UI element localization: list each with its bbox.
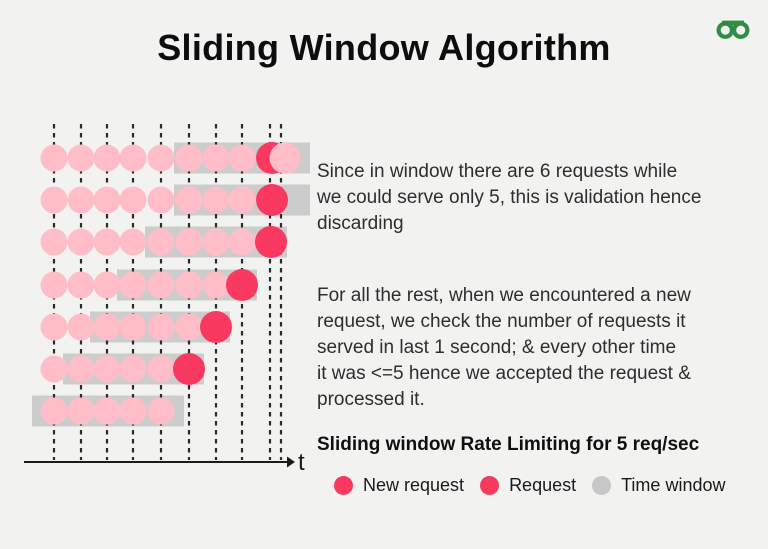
- request-dot: [175, 313, 203, 341]
- request-dot: [147, 355, 175, 383]
- legend-label-request: Request: [509, 475, 577, 495]
- legend-item-new-request: New request: [334, 475, 464, 496]
- request-dot: [67, 144, 95, 172]
- request-dot: [228, 228, 256, 256]
- request-dot: [228, 186, 256, 214]
- request-dot: [202, 271, 230, 299]
- request-dot: [202, 228, 230, 256]
- time-axis-label: t: [298, 449, 305, 476]
- logo-left-g: [716, 21, 735, 39]
- legend-item-time-window: Time window: [592, 475, 725, 496]
- request-dot: [40, 271, 68, 299]
- request-dot: [119, 271, 147, 299]
- geeksforgeeks-logo: [716, 20, 750, 39]
- request-dot: [119, 186, 147, 214]
- request-dot: [147, 186, 175, 214]
- request-dot: [175, 186, 203, 214]
- request-swatch: [480, 476, 500, 495]
- request-dot: [175, 271, 203, 299]
- request-dot: [147, 313, 175, 341]
- request-dot: [93, 144, 121, 172]
- new-request-dot: [226, 269, 258, 301]
- request-dot: [175, 144, 203, 172]
- note-accepting: For all the rest, when we encountered a …: [317, 285, 691, 410]
- discarded-request-dot: [269, 142, 301, 174]
- time-window-swatch: [592, 476, 612, 495]
- request-dot: [147, 228, 175, 256]
- request-dot: [67, 397, 95, 425]
- new-request-dot: [256, 184, 288, 216]
- time-axis-arrow: [287, 456, 295, 468]
- request-dot: [202, 186, 230, 214]
- request-dot: [40, 228, 68, 256]
- legend-label-new-request: New request: [363, 475, 465, 495]
- legend-item-request: Request: [480, 475, 576, 496]
- request-dot: [40, 186, 68, 214]
- legend-label-time-window: Time window: [621, 475, 726, 495]
- request-dot: [93, 186, 121, 214]
- request-dot: [93, 313, 121, 341]
- request-dot: [67, 186, 95, 214]
- new-request-dot: [255, 226, 287, 258]
- request-dot: [40, 355, 68, 383]
- request-dot: [119, 397, 147, 425]
- request-dot: [40, 313, 68, 341]
- request-dot: [93, 355, 121, 383]
- request-dot: [40, 144, 68, 172]
- request-dot: [93, 397, 121, 425]
- note-discarding: Since in window there are 6 requests whi…: [317, 161, 702, 234]
- request-dot: [40, 397, 68, 425]
- request-dot: [119, 228, 147, 256]
- request-dot: [147, 144, 175, 172]
- request-dot: [175, 228, 203, 256]
- request-dot: [228, 144, 256, 172]
- request-dot: [119, 355, 147, 383]
- request-dot: [67, 271, 95, 299]
- request-dot: [93, 271, 121, 299]
- request-dot: [67, 313, 95, 341]
- request-dot: [119, 313, 147, 341]
- logo-right-g: [732, 21, 750, 39]
- legend: New request Request Time window: [334, 475, 725, 496]
- new-request-swatch: [334, 476, 353, 495]
- request-dot: [147, 271, 175, 299]
- request-dot: [67, 355, 95, 383]
- request-dot: [93, 228, 121, 256]
- request-dot: [202, 144, 230, 172]
- request-dot: [119, 144, 147, 172]
- page-title: Sliding Window Algorithm: [157, 27, 611, 68]
- diagram-caption: Sliding window Rate Limiting for 5 req/s…: [317, 434, 700, 455]
- new-request-dot: [173, 353, 205, 385]
- new-request-dot: [200, 311, 232, 343]
- request-dot: [147, 397, 175, 425]
- request-dot: [67, 228, 95, 256]
